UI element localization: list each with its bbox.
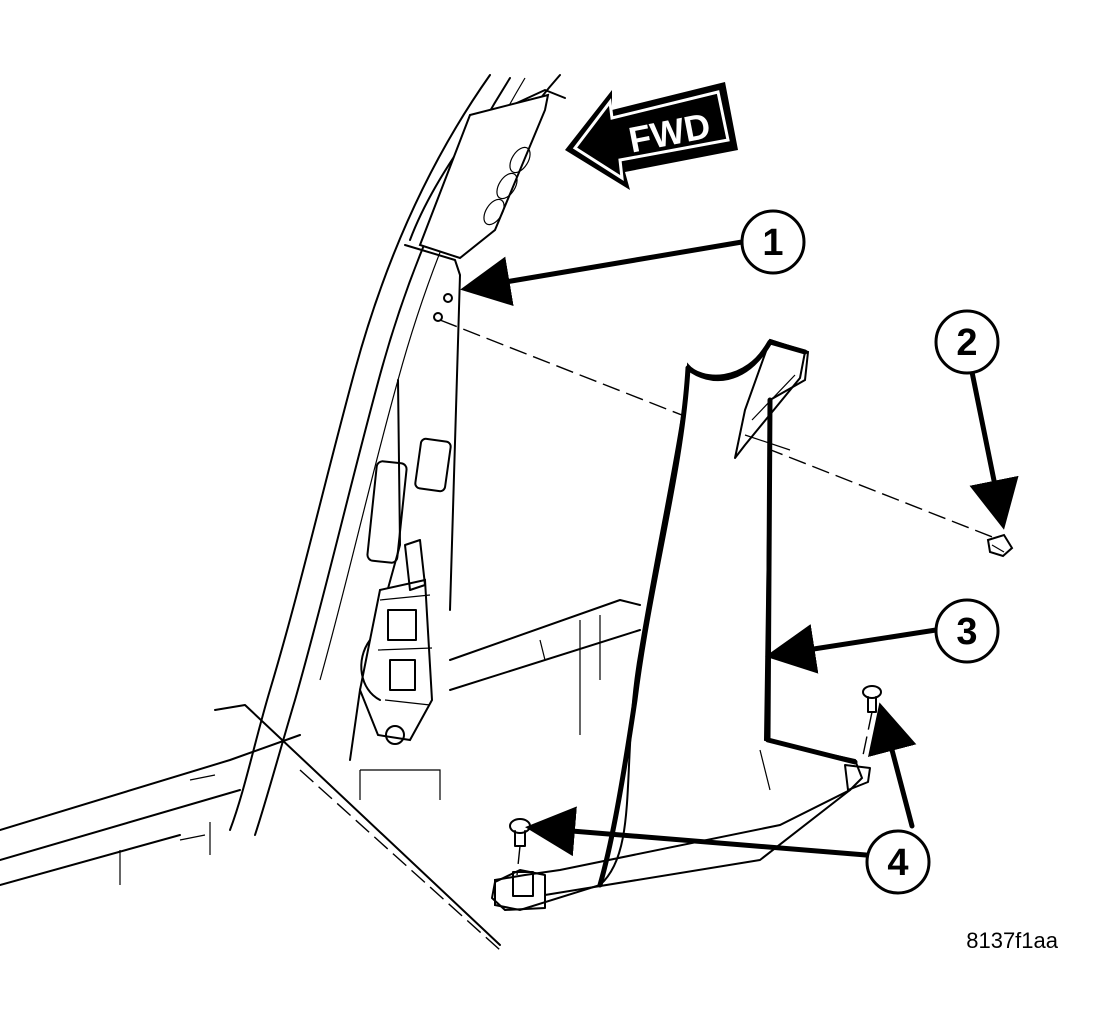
leader-arrow-1 — [460, 239, 745, 306]
b-pillar-lower-trim — [491, 338, 871, 912]
seat-belt-retractor — [358, 539, 434, 745]
callout-4-number: 4 — [887, 842, 908, 884]
callout-2-number: 2 — [956, 322, 977, 364]
leader-arrow-4a — [525, 806, 869, 858]
forward-direction-arrow: FWD — [565, 82, 738, 190]
callout-2: 2 — [934, 309, 1000, 375]
callout-3-number: 3 — [956, 611, 977, 653]
vehicle-body-panel — [0, 74, 641, 951]
callout-1: 1 — [740, 209, 806, 275]
callout-3: 3 — [934, 598, 1000, 664]
leader-arrow-3 — [765, 624, 939, 674]
trim-vent-grille — [483, 146, 531, 226]
push-pin-fastener-left — [509, 818, 531, 876]
push-pin-fastener-upper — [986, 533, 1014, 558]
figure-id: 8137f1aa — [966, 928, 1059, 953]
push-pin-fastener-right — [861, 685, 882, 761]
leader-arrow-4b — [868, 702, 917, 829]
callout-4: 4 — [865, 829, 931, 895]
callout-1-number: 1 — [762, 222, 783, 264]
leader-arrow-2 — [969, 369, 1019, 530]
